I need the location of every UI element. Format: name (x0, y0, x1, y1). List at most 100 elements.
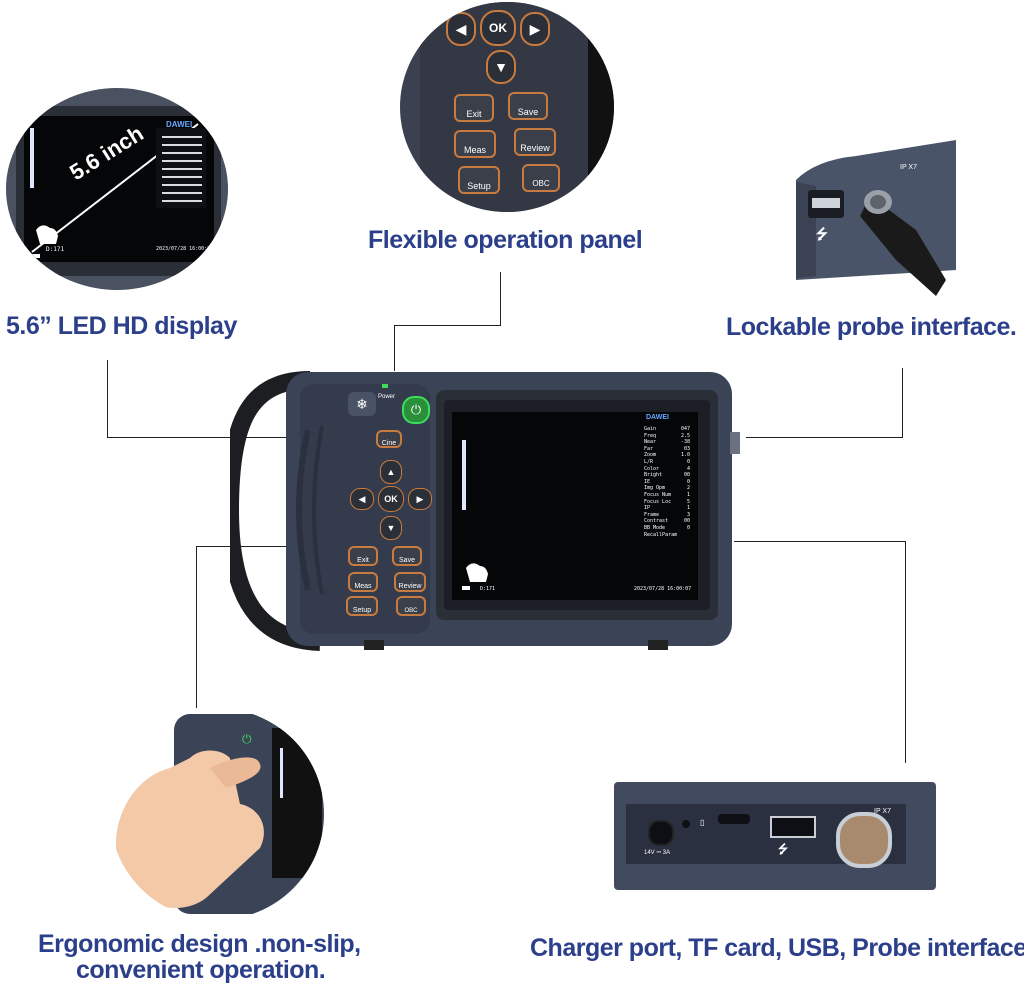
device-exit-button[interactable]: Exit (348, 546, 378, 566)
ports-ip-label: IP X7 (874, 808, 891, 815)
display-callout: 5.6 inch DAWEI D:171 2023/07/28 16:00:07 (6, 88, 228, 290)
screen-param-value: -38 (680, 439, 690, 446)
device-meas-button[interactable]: Meas (348, 572, 378, 592)
caption-ergonomic-line1: Ergonomic design .non-slip, (38, 930, 361, 958)
probe-connector-art (796, 140, 956, 296)
device-nav-up[interactable]: ▲ (380, 460, 402, 484)
device-nav-left[interactable]: ◀ (350, 488, 374, 510)
device-exit-label: Exit (357, 557, 369, 564)
probe-ip-label: IP X7 (900, 164, 917, 171)
leader-line-probe-v (902, 368, 903, 438)
device-obc-button[interactable]: OBC (396, 596, 426, 616)
screen-param-row: RecallParam (644, 532, 690, 539)
review-button[interactable]: Review (514, 128, 556, 156)
dc-jack (648, 820, 674, 846)
nav-down-button[interactable]: ▼ (486, 50, 516, 84)
screen-param-value: 1.0 (680, 452, 690, 459)
meas-label: Meas (463, 145, 486, 155)
nav-right-button[interactable]: ▶ (520, 12, 550, 46)
exit-label: Exit (466, 109, 482, 119)
screen-param-value: 03 (683, 445, 690, 452)
device-screen-timestamp: 2023/07/28 16:00:07 (634, 586, 692, 592)
power-led (382, 384, 388, 388)
usb-port (770, 816, 816, 838)
device-meas-label: Meas (354, 583, 372, 590)
device-screen-brand: DAWEI (646, 414, 669, 421)
display-brand-label: DAWEI (166, 120, 193, 129)
usb-icon: ⭍ (778, 842, 788, 856)
screen-param-key: Zoom (644, 452, 657, 459)
tf-card-icon: ▯ (700, 818, 705, 827)
device-screen-depth: D:171 (480, 586, 496, 592)
cine-button[interactable]: Cine (376, 430, 402, 448)
dc-label: 14V ⎓ 3A (644, 850, 671, 856)
screen-param-value: 5 (686, 498, 690, 505)
triangle-down-icon: ▼ (494, 59, 508, 75)
screen-param-value: 3 (686, 511, 690, 518)
device-nav-ok[interactable]: OK (378, 486, 404, 512)
probe-interface-callout: ⭍ IP X7 (796, 120, 956, 304)
nav-ok-button[interactable]: OK (480, 10, 516, 46)
triangle-up-icon: ▲ (386, 467, 396, 477)
nav-left-button[interactable]: ◀ (446, 12, 476, 46)
meas-button[interactable]: Meas (454, 130, 496, 158)
triangle-right-icon: ▶ (529, 21, 541, 37)
screen-param-row: Focus Num 1 (644, 492, 690, 499)
operation-panel-callout: ◀ OK ▶ ▼ Exit Save Meas Review Setup OBC (400, 2, 614, 212)
leader-line-display-v (107, 360, 108, 438)
ergonomic-callout: ⏻ (110, 708, 324, 920)
caption-probe-interface: Lockable probe interface. (726, 313, 1017, 341)
triangle-left-icon: ◀ (455, 21, 467, 37)
screen-param-row: BB Mode 0 (644, 525, 690, 532)
device-save-button[interactable]: Save (392, 546, 422, 566)
device-review-button[interactable]: Review (394, 572, 426, 592)
power-label: Power (378, 394, 396, 400)
device-save-label: Save (399, 557, 415, 564)
leader-line-panel-v1 (500, 272, 501, 326)
hand-holding-device-art (115, 714, 324, 914)
device-nav-down[interactable]: ▼ (380, 516, 402, 540)
screen-param-key: BB Mode (644, 524, 666, 531)
leader-line-ports-v (905, 541, 906, 763)
device-setup-button[interactable]: Setup (346, 596, 378, 616)
device-nav-right[interactable]: ▶ (408, 488, 432, 510)
screen-param-key: IE (644, 478, 651, 485)
caption-ports: Charger port, TF card, USB, Probe interf… (530, 934, 1024, 962)
screen-param-key: Freq (644, 432, 657, 439)
power-button[interactable]: ⏻ (402, 396, 430, 424)
device-body-art (230, 371, 740, 651)
ports-callout: 14V ⎓ 3A ▯ ⭍ IP X7 (614, 782, 936, 890)
screen-param-key: L/R (644, 458, 654, 465)
setup-button[interactable]: Setup (458, 166, 500, 194)
screen-param-value: 1 (686, 505, 690, 512)
screen-param-key: Img Opm (644, 485, 666, 492)
exit-button[interactable]: Exit (454, 94, 494, 122)
screen-param-row: IP 1 (644, 505, 690, 512)
caption-operation-panel: Flexible operation panel (368, 226, 643, 254)
screen-param-key: IP (644, 505, 651, 512)
screen-param-key: Color (644, 465, 660, 472)
screen-param-key: Near (644, 439, 657, 446)
triangle-left-icon: ◀ (358, 494, 366, 504)
leader-line-probe-h (746, 437, 903, 438)
freeze-button[interactable]: ❄ (348, 392, 376, 416)
screen-param-row: Zoom 1.0 (644, 452, 690, 459)
screen-param-value: 0 (686, 524, 690, 531)
obc-button[interactable]: OBC (522, 164, 560, 192)
hand-power-icon: ⏻ (242, 732, 252, 746)
screen-param-value: 1 (686, 491, 690, 498)
screen-param-key: Focus Num (644, 491, 672, 498)
triangle-right-icon: ▶ (416, 494, 424, 504)
device-setup-label: Setup (352, 607, 372, 614)
device-obc-label: OBC (404, 608, 418, 614)
save-button[interactable]: Save (508, 92, 548, 120)
save-label: Save (517, 107, 539, 117)
